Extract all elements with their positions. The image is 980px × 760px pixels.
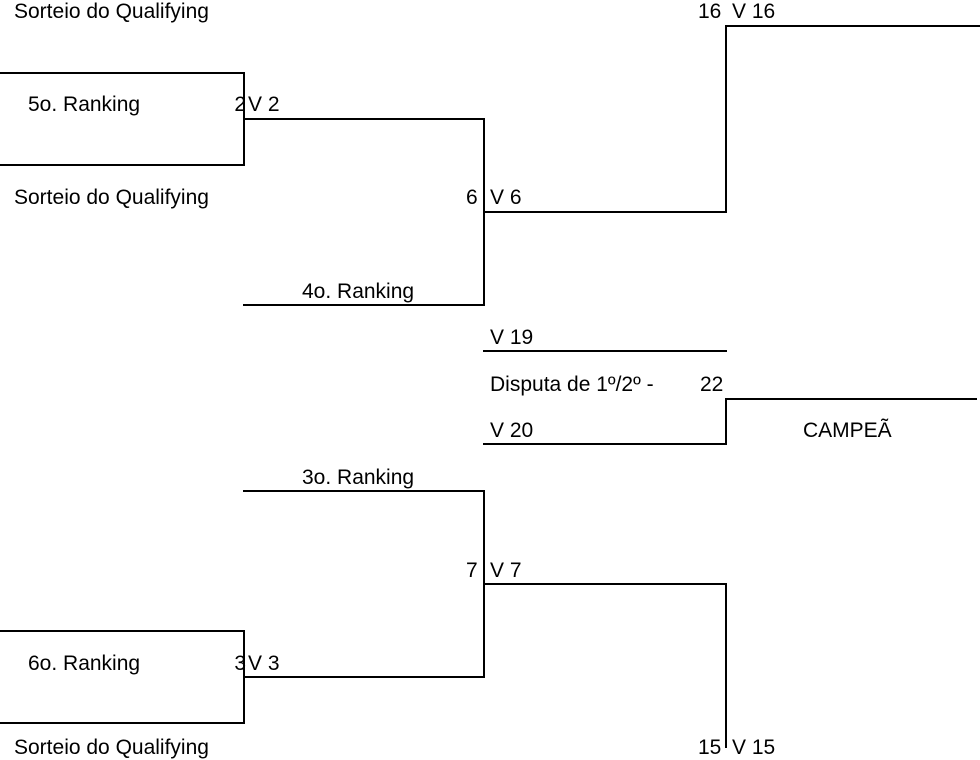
- seed-3-label: 3o. Ranking: [302, 466, 415, 489]
- bracket-line: [483, 350, 727, 352]
- bracket-line: [483, 211, 727, 213]
- final-dispute-label: Disputa de 1º/2º -: [490, 373, 654, 396]
- match-6-winner: V 6: [490, 186, 522, 209]
- bracket-line: [0, 72, 245, 74]
- bracket-line: [725, 398, 727, 445]
- match-7-number: 7: [466, 559, 478, 582]
- champion-label: CAMPEÃ: [803, 419, 892, 442]
- match-16-number: 16: [698, 0, 722, 23]
- bracket-line: [725, 583, 727, 748]
- match-16-winner: V 16: [732, 0, 776, 23]
- seed-5-label: 5o. Ranking: [28, 93, 141, 116]
- final-v19-label: V 19: [490, 326, 534, 349]
- match-2-number: 2: [234, 93, 246, 116]
- qualifying-label-2: Sorteio do Qualifying: [14, 186, 209, 209]
- match-3-number: 3: [234, 652, 246, 675]
- bracket-line: [0, 630, 245, 632]
- bracket-line: [0, 722, 245, 724]
- seed-4-label: 4o. Ranking: [302, 280, 415, 303]
- final-match-number: 22: [700, 373, 724, 396]
- bracket-line: [243, 118, 485, 120]
- match-7-winner: V 7: [490, 559, 522, 582]
- match-15-number: 15: [698, 736, 722, 759]
- bracket-line: [243, 490, 485, 492]
- final-v20-label: V 20: [490, 419, 534, 442]
- seed-6-label: 6o. Ranking: [28, 652, 141, 675]
- qualifying-label-bottom: Sorteio do Qualifying: [14, 736, 209, 759]
- qualifying-label-top: Sorteio do Qualifying: [14, 0, 209, 23]
- bracket-line: [483, 443, 727, 445]
- match-2-winner: V 2: [248, 93, 280, 116]
- bracket-line: [243, 304, 485, 306]
- bracket-line: [0, 164, 245, 166]
- bracket-line: [725, 25, 727, 213]
- match-6-number: 6: [466, 186, 478, 209]
- match-15-winner: V 15: [732, 736, 776, 759]
- match-3-winner: V 3: [248, 652, 280, 675]
- bracket-line: [725, 398, 977, 400]
- bracket-line: [483, 583, 727, 585]
- bracket-line: [243, 630, 245, 724]
- bracket-line: [243, 676, 485, 678]
- bracket-line: [725, 25, 980, 27]
